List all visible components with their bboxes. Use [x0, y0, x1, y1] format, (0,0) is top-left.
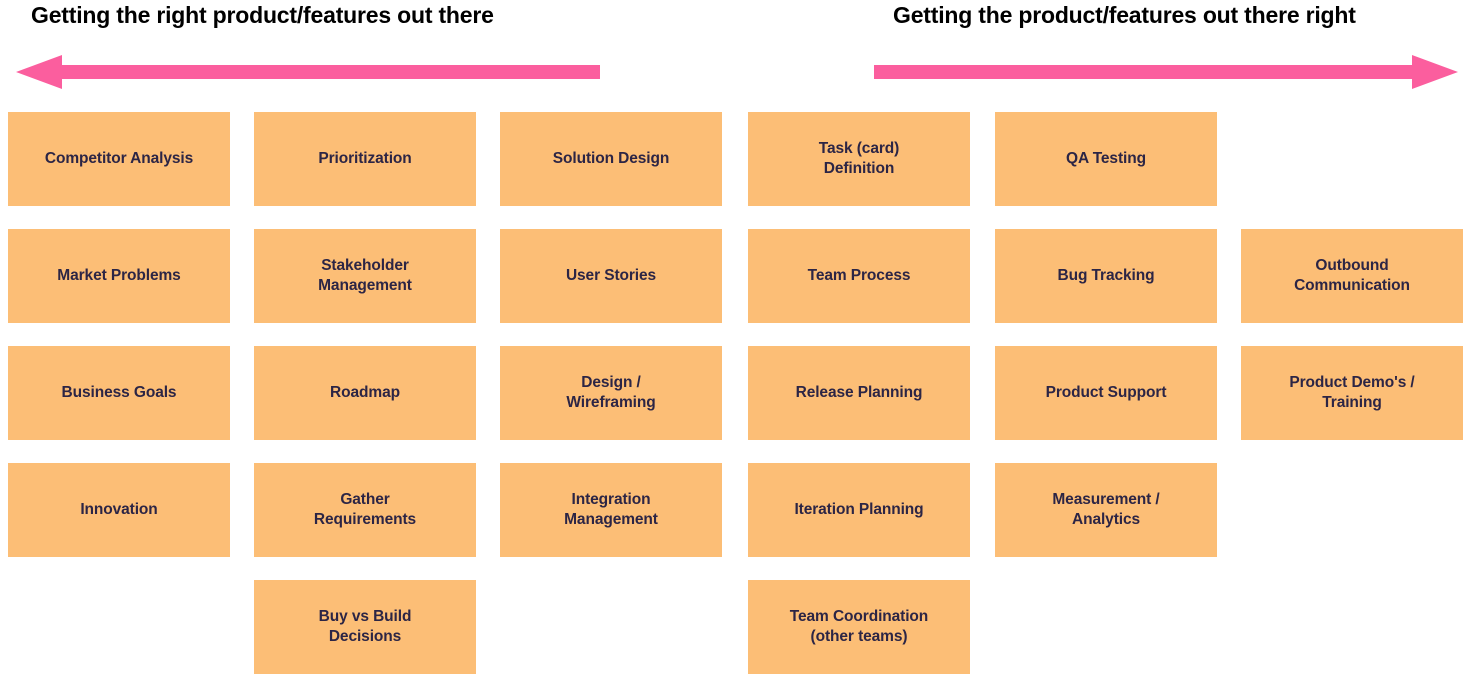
- card-label: Integration Management: [564, 491, 658, 528]
- card-label: Design / Wireframing: [566, 374, 656, 411]
- card-label: Innovation: [80, 501, 158, 518]
- card[interactable]: Solution Design: [500, 112, 722, 206]
- card-label: Solution Design: [552, 150, 670, 167]
- card-label: Outbound Communication: [1294, 257, 1410, 294]
- card-label: Stakeholder Management: [318, 257, 412, 294]
- card[interactable]: Product Demo's / Training: [1241, 346, 1463, 440]
- card[interactable]: Bug Tracking: [995, 229, 1217, 323]
- card[interactable]: QA Testing: [995, 112, 1217, 206]
- card-label: Team Process: [807, 267, 911, 284]
- card[interactable]: Innovation: [8, 463, 230, 557]
- card[interactable]: Release Planning: [748, 346, 970, 440]
- card-label: Competitor Analysis: [44, 150, 194, 167]
- card[interactable]: Product Support: [995, 346, 1217, 440]
- card-label: QA Testing: [1066, 150, 1146, 167]
- card-label: Team Coordination (other teams): [789, 608, 929, 645]
- card[interactable]: Team Coordination (other teams): [748, 580, 970, 674]
- card[interactable]: Prioritization: [254, 112, 476, 206]
- left-section-heading: Getting the right product/features out t…: [31, 2, 494, 28]
- card-label: Product Support: [1045, 384, 1167, 401]
- card-label: Release Planning: [795, 384, 923, 401]
- card-label: Bug Tracking: [1057, 267, 1155, 284]
- right-section-heading: Getting the product/features out there r…: [893, 2, 1356, 28]
- card-label: Prioritization: [318, 150, 412, 167]
- card[interactable]: Competitor Analysis: [8, 112, 230, 206]
- card-label: Market Problems: [57, 267, 181, 284]
- card[interactable]: Roadmap: [254, 346, 476, 440]
- card-label: Measurement / Analytics: [1052, 491, 1160, 528]
- card-label: Product Demo's / Training: [1289, 374, 1415, 411]
- card-label: Business Goals: [61, 384, 177, 401]
- card[interactable]: Integration Management: [500, 463, 722, 557]
- card-label: Roadmap: [330, 384, 400, 401]
- card[interactable]: Stakeholder Management: [254, 229, 476, 323]
- card[interactable]: Market Problems: [8, 229, 230, 323]
- card[interactable]: Outbound Communication: [1241, 229, 1463, 323]
- card-label: Iteration Planning: [794, 501, 924, 518]
- card[interactable]: Measurement / Analytics: [995, 463, 1217, 557]
- card[interactable]: Team Process: [748, 229, 970, 323]
- card-label: Buy vs Build Decisions: [318, 608, 412, 645]
- card[interactable]: Gather Requirements: [254, 463, 476, 557]
- card[interactable]: Buy vs Build Decisions: [254, 580, 476, 674]
- right-arrow-icon: [874, 54, 1458, 90]
- left-arrow-icon: [16, 54, 600, 90]
- card[interactable]: Task (card) Definition: [748, 112, 970, 206]
- card-label: User Stories: [565, 267, 657, 284]
- card-label: Task (card) Definition: [818, 140, 900, 177]
- card-label: Gather Requirements: [313, 491, 417, 528]
- card[interactable]: Business Goals: [8, 346, 230, 440]
- card[interactable]: Design / Wireframing: [500, 346, 722, 440]
- card[interactable]: Iteration Planning: [748, 463, 970, 557]
- card[interactable]: User Stories: [500, 229, 722, 323]
